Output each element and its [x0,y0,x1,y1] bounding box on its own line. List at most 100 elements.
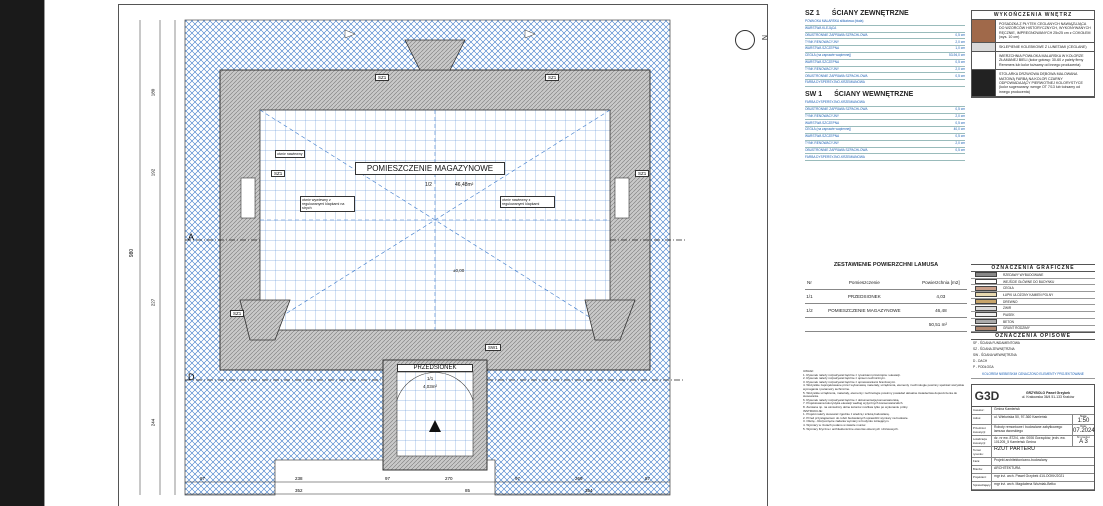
wall-tag: SW1 [485,344,501,351]
area-summary: ZESTAWIENIE POWIERZCHNI LAMUSA Nr Pomies… [805,262,967,332]
layer-name: TYNK RENOWACYJNY [805,140,840,145]
layer-thickness: 0,5 cm [955,134,965,139]
section-mark-d: D [188,372,195,382]
notes-lines: 1. Rysunek należy rozpatrywać łącznie z … [803,373,971,432]
layer-row: CEGŁA (na zaprawie wapiennej)40,0 cm [805,127,965,134]
layer-name: WARSTWA KLEJĄCA [805,25,837,30]
graphic-label: GRUNT RODZIMY [1003,326,1030,331]
finishes-title: WYKOŃCZENIA WNĘTRZ [972,11,1094,20]
tb-value: mgr inż. arch. Magdalena Woźniak-Bełko [994,482,1056,486]
dimension-total: 980 [129,248,136,258]
drawing-title: RZUT PARTERU [994,446,1036,452]
finish-text: POSADZKA Z PŁYTEK CEGLANYCH NAWIĄZUJĄCA … [999,22,1091,40]
layer-thickness: 0,5 cm [955,59,965,64]
note-line: 3. Rysunek należy rozpatrywać łącznie z … [803,379,896,384]
layer-name: WARSTWA SZCZEPNA [805,46,840,51]
sz1-layers: POWŁOKA MALARSKA silikatowa (biała)WARST… [805,19,965,87]
cell: 1/2 [805,303,814,318]
layer-thickness: 0,5 cm [955,73,965,78]
graphic-swatch [975,319,997,325]
dimension-left: 192 [150,168,156,177]
note-line: 6. Rysunek należy rozpatrywać łącznie z … [803,397,900,402]
note-line: 8. Zamiana np. na ośmielnicy dolne kolor… [803,404,909,409]
graphic-label: RZEDAWY WYBUDOWANE [1003,272,1044,277]
finish-row: STOLARKA DRZWIOWA DĘBOWA MALOWANA MATOWĄ… [972,70,1094,98]
north-label: N [760,34,768,41]
graphic-swatch [975,325,997,331]
note-line: 7. Projektowana kolorystyka elewacji wed… [803,401,904,406]
dimension-bottom: 270 [445,476,453,481]
graphic-swatch [975,299,997,305]
wall-tag: SZ1 [545,74,560,81]
dimension-bottom: 354 [585,488,593,493]
layer-name: CEGŁA (na zaprawie wapiennej) [805,127,852,132]
graphic-swatch [975,272,997,278]
finish-text: WIERZCHNIA POWŁOKA MALARSKA W KOLORZE ZŁ… [999,54,1084,67]
company-logo: G3D [974,388,1000,403]
layer-name: WARSTWA SZCZEPNA [805,134,840,139]
layer-thickness: 1,0 cm [955,46,965,51]
graphic-swatch [975,292,997,298]
graphic-swatch [975,285,997,291]
dimension-left: 244 [150,418,156,427]
note-line: 3. Ofertę - Rozpoczęcie zadania wymiary … [803,419,890,424]
table-row: 1/2 POMIESZCZENIE MAGAZYNOWE 46,48 [805,303,967,318]
finish-row: POSADZKA Z PŁYTEK CEGLANYCH NAWIĄZUJĄCA … [972,20,1094,43]
cell: 46,48 [914,303,967,318]
finish-text: SKLEPIENIE KOLEBKOWE Z LUNETAMI (CEGLANE… [999,44,1087,49]
graphic-label: BETON [1003,319,1014,324]
finish-swatch [972,70,996,97]
dimension-bottom: 269 [575,476,583,481]
dimension-bottom: 85 [465,488,471,493]
summary-total: 50,51 m² [805,317,967,332]
note-line: 4. Wymiary w rzutach podano w świetle mu… [803,422,866,427]
summary-header: Powierzchnia [m2] [914,276,967,290]
layer-row: POWŁOKA MALARSKA silikatowa (biała) [805,19,965,26]
layer-thickness: 53-94,0 cm [949,53,965,58]
layer-name: OBUSTRONNIE ZAPRAWA SZPACHLOWA [805,106,868,111]
layer-row: WARSTWA KLEJĄCA [805,26,965,33]
graphic-row: RZEDAWY WYBUDOWANE [971,272,1095,279]
layer-thickness: 2,0 cm [955,113,965,118]
tb-key: Inwestor: [972,407,992,414]
sheet-cell: Nr rysunku:A 3 [1072,436,1094,446]
notes: UWAGI: 1. Rysunek należy rozpatrywać łąc… [803,369,971,432]
dimension-bottom: 238 [295,476,303,481]
dimension-bottom: 87 [645,476,651,481]
finish-row: WIERZCHNIA POWŁOKA MALARSKA W KOLORZE ZŁ… [972,52,1094,71]
north-arrow-icon [735,30,755,50]
cell: 1/1 [805,289,814,304]
finish-row: SKLEPIENIE KOLEBKOWE Z LUNETAMI (CEGLANE… [972,42,1094,53]
layer-name: WARSTWA SZCZEPNA [805,59,840,64]
layer-row: FARBA DYSPERSYJNO-KRZEMIANOWA [805,80,965,87]
table-row: 50,51 m² [805,317,967,332]
descriptive-row: D - DACH [973,359,988,364]
graphic-label: ŁUPKI ULOŻONY KAMIEŃ POLNY [1003,292,1054,297]
descriptive-title: OZNACZENIA OPISOWE [971,332,1095,341]
tb-value: mgr inż. arch. Paweł Grzybek 41/LOOKK/20… [994,474,1065,478]
date-cell: Data:07.2024 [1072,425,1095,435]
cell: PRZEDSIONEK [813,289,915,304]
graphic-label: CEGŁA [1003,286,1014,291]
layer-name: CEGŁA (na zaprawie wapiennej) [805,53,852,58]
tb-key: Adres: [972,415,992,424]
layer-name: OBUSTRONNIE ZAPRAWA SZPACHLOWA [805,32,868,37]
note-line: 5. Wszystkie urządzenia, materiały, elem… [803,390,958,399]
company-name: GRZYBOLO Paweł Grzybek [1025,390,1071,395]
note-line: 4. Wszystkie zaprojektowane przez wykona… [803,383,965,391]
tb-value: Projekt architektoniczno-budowlany [994,458,1048,462]
layer-row: WARSTWA SZCZEPNA 1,0 cm [805,46,965,53]
graphic-row: WEJŚCIE GŁÓWNE DO BUDYNKU [971,279,1095,286]
layer-name: FARBA DYSPERSYJNO-KRZEMIANOWA [805,154,865,159]
layer-name: TYNK RENOWACYJNY [805,39,840,44]
layer-name: WARSTWA SZCZEPNA [805,120,840,125]
descriptive-row: SZ - ŚCIANA ZEWNĘTRZNA [973,347,1015,352]
tb-key: Faza: [972,458,992,465]
